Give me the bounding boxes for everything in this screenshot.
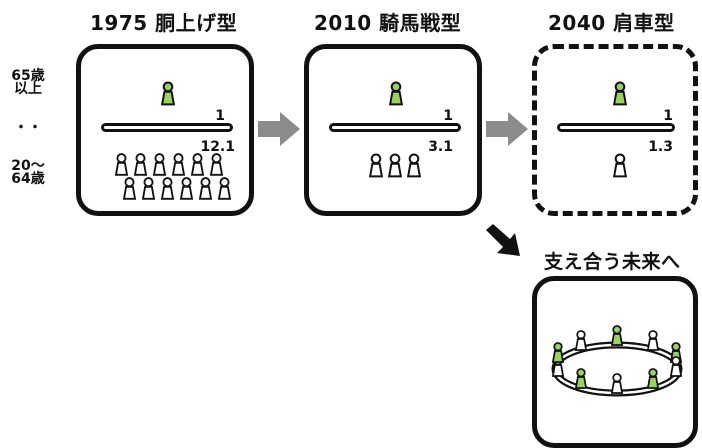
panel-2010-title: 2010 騎馬戦型 xyxy=(314,11,462,35)
working-person-icon xyxy=(573,330,589,352)
working-person-icon xyxy=(140,177,157,201)
working-ratio: 3.1 xyxy=(428,139,453,155)
right-arrow-icon xyxy=(258,112,300,146)
working-person-icon xyxy=(611,153,629,179)
right-arrow-icon xyxy=(486,112,528,146)
panel-2010: 1 3.1 xyxy=(304,44,482,216)
working-person-icon xyxy=(405,153,423,179)
working-age-label: 20～ 64歳 xyxy=(11,158,45,187)
working-ratio: 12.1 xyxy=(200,139,235,155)
working-person-icon xyxy=(645,330,661,352)
working-ratio: 1.3 xyxy=(648,139,673,155)
elderly-person-icon xyxy=(645,368,661,390)
supporter-ratio: 1 xyxy=(215,108,225,124)
support-bar xyxy=(329,123,461,132)
working-person-icon xyxy=(208,153,225,177)
future-title: 支え合う未来へ xyxy=(544,251,681,273)
elderly-person-icon xyxy=(550,342,566,364)
working-person-icon xyxy=(121,177,138,201)
future-panel xyxy=(532,276,698,448)
panel-1975-title: 1975 胴上げ型 xyxy=(90,11,238,35)
diagonal-arrow-icon xyxy=(486,224,520,256)
working-people-group xyxy=(109,153,229,213)
working-person-icon xyxy=(178,177,195,201)
working-person-icon xyxy=(159,177,176,201)
supporter-ratio: 1 xyxy=(663,108,673,124)
working-person-icon xyxy=(668,356,684,378)
panel-2040: 1 1.3 xyxy=(532,44,698,216)
support-bar xyxy=(101,123,233,132)
elderly-person-icon xyxy=(609,325,625,347)
working-person-icon xyxy=(609,373,625,395)
elderly-person-icon xyxy=(159,81,177,107)
working-person-icon xyxy=(216,177,233,201)
working-person-icon xyxy=(151,153,168,177)
panel-1975: 1 12.1 xyxy=(76,44,254,216)
elderly-age-label: 65歳 以上 xyxy=(11,68,45,97)
working-person-icon xyxy=(197,177,214,201)
working-person-icon xyxy=(170,153,187,177)
working-person-icon xyxy=(386,153,404,179)
ellipsis-label: ・・ xyxy=(14,120,42,136)
elderly-person-icon xyxy=(573,368,589,390)
working-person-icon xyxy=(367,153,385,179)
working-person-icon xyxy=(189,153,206,177)
working-person-icon xyxy=(132,153,149,177)
elderly-person-icon xyxy=(611,81,629,107)
elderly-person-icon xyxy=(387,81,405,107)
panel-2040-title: 2040 肩車型 xyxy=(548,11,675,35)
support-bar xyxy=(557,123,675,132)
ring-people-group xyxy=(547,321,687,411)
working-person-icon xyxy=(113,153,130,177)
supporter-ratio: 1 xyxy=(443,108,453,124)
